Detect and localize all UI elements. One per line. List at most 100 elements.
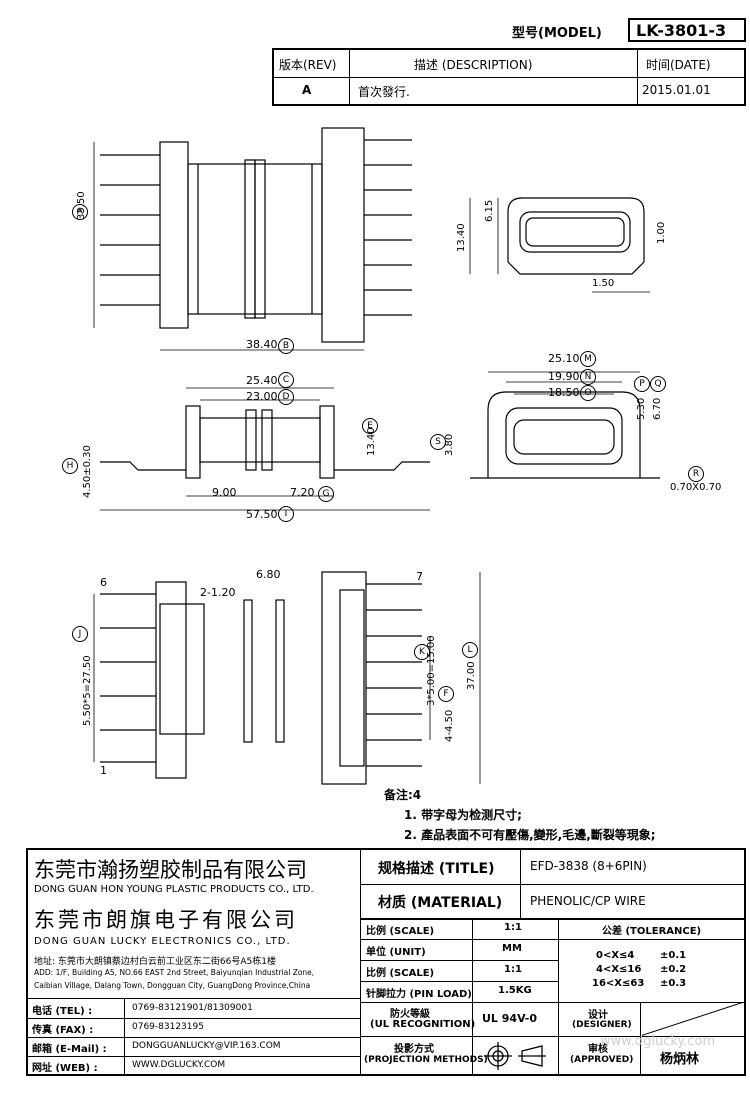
approved-label-2: (APPROVED) [570, 1055, 634, 1065]
marker-m: M [580, 351, 596, 367]
unit-label: 单位 (UNIT) [366, 947, 426, 958]
dim-i: 57.50 [246, 508, 278, 521]
company-en-1: DONG GUAN HON YOUNG PLASTIC PRODUCTS CO.… [34, 884, 314, 895]
marker-k: K [414, 644, 430, 660]
company-address-en-1: ADD: 1/F, Building A5, NO.66 EAST 2nd St… [34, 968, 315, 977]
pin-load-label: 针脚拉力 (PIN LOAD) [366, 989, 472, 1000]
title-value: EFD-3838 (8+6PIN) [530, 859, 647, 873]
watermark: www.dglucky.com [600, 1034, 716, 1049]
marker-p: P [634, 376, 650, 392]
unit-value: MM [502, 943, 522, 954]
proj-label-1: 投影方式 [394, 1044, 434, 1055]
fire-label-2: (UL RECOGNITION) [370, 1019, 476, 1030]
tol-range-3: 16<X≤63 [592, 978, 645, 989]
email-label: 邮箱 (E-Mail) : [32, 1044, 107, 1055]
top-view [469, 197, 650, 293]
revision-table: 版本(REV) 描述 (DESCRIPTION) 时间(DATE) A 首次發行… [272, 48, 746, 106]
tolerance-label: 公差 (TOLERANCE) [602, 926, 702, 937]
pin-7-label: 7 [416, 570, 423, 583]
proj-label-2: (PROJECTION METHODS) [364, 1055, 488, 1065]
note-2: 2. 產品表面不可有壓傷,變形,毛邊,斷裂等現象; [404, 828, 656, 842]
model-label: 型号(MODEL) [512, 26, 602, 41]
technical-drawing [93, 127, 660, 785]
dim-d: 23.00 [246, 390, 278, 403]
rev-header: 版本(REV) [279, 58, 337, 72]
marker-r: R [688, 466, 704, 482]
tol-range-2: 4<X≤16 [596, 964, 642, 975]
model-number-box: LK-3801-3 [628, 18, 746, 42]
marker-l: L [462, 642, 478, 658]
tol-value-1: ±0.1 [660, 950, 687, 961]
marker-i: I [278, 506, 294, 522]
dim-top-d: 1.50 [592, 278, 615, 289]
dim-pin-w: 2-1.20 [200, 586, 236, 599]
end-view [470, 371, 660, 479]
email-value: DONGGUANLUCKY@VIP.163.COM [132, 1041, 281, 1051]
company-address-cn: 地址: 东莞市大朗镇蔡边村白云前工业区东二街66号A5栋1楼 [34, 957, 276, 967]
approver-name: 杨炳林 [660, 1052, 700, 1067]
date-header: 时间(DATE) [646, 58, 711, 72]
model-number: LK-3801-3 [636, 21, 727, 40]
marker-o: O [580, 385, 596, 401]
desc-header: 描述 (DESCRIPTION) [414, 58, 533, 72]
title-label: 规格描述 (TITLE) [378, 861, 495, 877]
dim-j: 5.50*5=27.50 [82, 655, 93, 726]
designer-label-2: (DESIGNER) [572, 1020, 632, 1030]
web-value: WWW.DGLUCKY.COM [132, 1060, 226, 1070]
tol-range-1: 0<X≤4 [596, 950, 635, 961]
title-block: 东莞市瀚扬塑胶制品有限公司 DONG GUAN HON YOUNG PLASTI… [26, 848, 746, 1076]
dim-m: 25.10 [548, 352, 580, 365]
dim-e2: 4-4.50 [444, 709, 455, 742]
fire-label-1: 防火等級 [390, 1009, 430, 1020]
marker-g: G [318, 486, 334, 502]
marker-c: C [278, 372, 294, 388]
dim-p: 5.30 [636, 397, 647, 420]
pin-load-value: 1.5KG [498, 985, 532, 996]
marker-e: E [362, 418, 378, 434]
designer-label-1: 设计 [588, 1010, 608, 1021]
company-cn-1: 东莞市瀚扬塑胶制品有限公司 [34, 858, 307, 882]
contact-area: 电话 (TEL) : 0769-83121901/81309001 传真 (FA… [28, 998, 361, 1075]
fax-value: 0769-83123195 [132, 1022, 204, 1032]
marker-q: Q [650, 376, 666, 392]
tel-value: 0769-83121901/81309001 [132, 1003, 253, 1013]
scale-value-1: 1:1 [504, 922, 522, 933]
tel-label: 电话 (TEL) : [32, 1006, 93, 1017]
dim-pin-gap: 6.80 [256, 568, 281, 581]
marker-f: F [438, 686, 454, 702]
approved-label-1: 审核 [588, 1044, 608, 1055]
web-label: 网址 (WEB) : [32, 1063, 98, 1074]
marker-d: D [278, 389, 294, 405]
pin-6-label: 6 [100, 576, 107, 589]
designer-slash [640, 1002, 744, 1036]
fax-label: 传真 (FAX) : [32, 1025, 94, 1036]
marker-s: S [430, 434, 446, 450]
dim-s: 3.80 [444, 433, 455, 456]
fire-value: UL 94V-0 [482, 1012, 538, 1025]
notes-title: 备注:4 [384, 788, 422, 802]
rev-value: A [302, 83, 312, 97]
dim-f: 9.00 [212, 486, 237, 499]
company-cn-2: 东莞市朗旗电子有限公司 [34, 908, 298, 932]
company-en-2: DONG GUAN LUCKY ELECTRONICS CO., LTD. [34, 936, 291, 947]
dim-c: 25.40 [246, 374, 278, 387]
spec-area: 规格描述 (TITLE) EFD-3838 (8+6PIN) 材质 (MATER… [360, 850, 744, 1074]
dim-q: 6.70 [652, 397, 663, 420]
marker-h: H [62, 458, 78, 474]
dim-g: 7.20 [290, 486, 315, 499]
scale-label-2: 比例 (SCALE) [366, 968, 435, 979]
marker-b: B [278, 338, 294, 354]
front-view [93, 127, 412, 351]
note-1: 1. 带字母为检测尺寸; [404, 808, 522, 822]
company-address-en-2: Caibian Village, Dalang Town, Dongguan C… [34, 981, 311, 990]
date-value: 2015.01.01 [642, 83, 711, 97]
dim-o: 18.50 [548, 386, 580, 399]
dim-n: 19.90 [548, 370, 580, 383]
desc-value: 首次發行. [358, 85, 410, 99]
dim-h: 4.50±0.30 [82, 445, 93, 498]
company-area: 东莞市瀚扬塑胶制品有限公司 DONG GUAN HON YOUNG PLASTI… [28, 850, 361, 998]
tol-value-2: ±0.2 [660, 964, 687, 975]
dim-top-b: 13.40 [456, 223, 467, 252]
dim-l: 37.00 [466, 661, 477, 690]
bottom-view [93, 571, 481, 785]
